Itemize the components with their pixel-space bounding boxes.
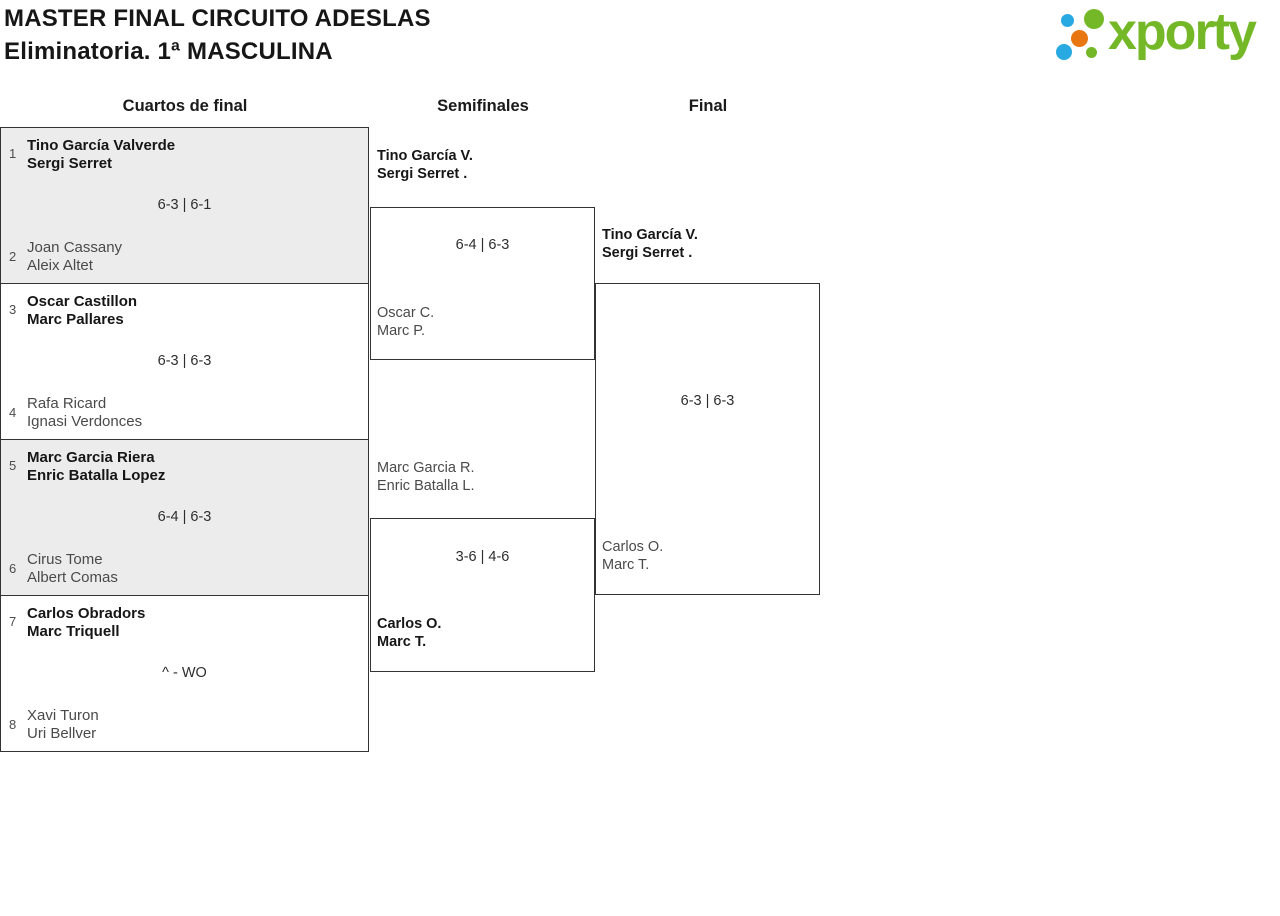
player-name: Sergi Serret . bbox=[602, 244, 693, 261]
logo-dot-icon bbox=[1084, 9, 1104, 29]
player-name: Marc Triquell bbox=[27, 622, 120, 640]
logo-wordmark: xporty bbox=[1108, 3, 1257, 61]
seed-number: 1 bbox=[9, 146, 17, 161]
page-title-line2: Eliminatoria. 1ª MASCULINA bbox=[4, 38, 333, 65]
page-title-line1: MASTER FINAL CIRCUITO ADESLAS bbox=[4, 5, 431, 32]
logo-dot-icon bbox=[1061, 14, 1074, 27]
player-name: Marc P. bbox=[377, 322, 426, 339]
seed-number: 2 bbox=[9, 249, 17, 264]
logo-dot-icon bbox=[1056, 44, 1072, 60]
team-pair: Tino García V. Sergi Serret . bbox=[602, 227, 698, 262]
player-name: Marc T. bbox=[602, 556, 650, 573]
player-name: Carlos Obradors bbox=[27, 605, 146, 622]
team-pair: Joan Cassany Aleix Altet bbox=[27, 239, 122, 274]
player-name: Tino García V. bbox=[602, 227, 698, 243]
logo-dot-icon bbox=[1086, 47, 1097, 58]
match-score: 6-4 | 6-3 bbox=[455, 237, 510, 253]
match-box bbox=[370, 518, 595, 672]
match-box bbox=[595, 283, 820, 595]
player-name: Carlos O. bbox=[602, 539, 664, 555]
player-name: Marc Garcia Riera bbox=[27, 449, 155, 466]
team-pair: Rafa Ricard Ignasi Verdonces bbox=[27, 395, 142, 430]
xporty-logo[interactable]: xporty bbox=[1050, 3, 1276, 69]
player-name: Marc Pallares bbox=[27, 310, 124, 328]
match-score: 3-6 | 4-6 bbox=[455, 549, 510, 565]
seed-number: 5 bbox=[9, 458, 17, 473]
seed-number: 8 bbox=[9, 717, 17, 732]
team-pair: Tino García V. Sergi Serret . bbox=[377, 148, 473, 183]
logo-dot-icon bbox=[1071, 30, 1088, 47]
seed-number: 4 bbox=[9, 405, 17, 420]
round-header-quarterfinals: Cuartos de final bbox=[122, 97, 248, 115]
match-score: 6-3 | 6-3 bbox=[157, 353, 212, 369]
player-name: Sergi Serret . bbox=[377, 165, 468, 182]
team-pair: Cirus Tome Albert Comas bbox=[27, 551, 118, 586]
match-semifinal-2: Marc Garcia R. Enric Batalla L. 3-6 | 4-… bbox=[370, 458, 595, 672]
seed-number: 7 bbox=[9, 614, 17, 629]
match-quarterfinal-1: 1 Tino García Valverde Sergi Serret 6-3 … bbox=[0, 127, 369, 284]
team-pair: Tino García Valverde Sergi Serret bbox=[27, 137, 175, 172]
team-pair: Xavi Turon Uri Bellver bbox=[27, 707, 99, 742]
player-name: Oscar Castillon bbox=[27, 293, 138, 310]
team-pair: Carlos O. Marc T. bbox=[377, 616, 441, 651]
team-pair: Carlos O. Marc T. bbox=[602, 539, 663, 574]
player-name: Carlos O. bbox=[377, 616, 442, 632]
player-name: Enric Batalla L. bbox=[377, 477, 475, 494]
player-name: Cirus Tome bbox=[27, 551, 103, 568]
team-pair: Marc Garcia R. Enric Batalla L. bbox=[377, 460, 475, 495]
page-title: MASTER FINAL CIRCUITO ADESLAS Eliminator… bbox=[4, 2, 431, 68]
player-name: Ignasi Verdonces bbox=[27, 412, 143, 430]
team-pair: Carlos Obradors Marc Triquell bbox=[27, 605, 145, 640]
player-name: Marc Garcia R. bbox=[377, 460, 475, 476]
team-pair: Oscar Castillon Marc Pallares bbox=[27, 293, 137, 328]
match-quarterfinal-2: 3 Oscar Castillon Marc Pallares 6-3 | 6-… bbox=[0, 283, 369, 440]
match-score: 6-4 | 6-3 bbox=[157, 509, 212, 525]
team-pair: Oscar C. Marc P. bbox=[377, 305, 434, 340]
player-name: Aleix Altet bbox=[27, 256, 93, 274]
player-name: Oscar C. bbox=[377, 305, 435, 321]
round-header-final: Final bbox=[688, 97, 728, 115]
round-header-semifinals: Semifinales bbox=[437, 97, 529, 115]
player-name: Albert Comas bbox=[27, 568, 118, 586]
match-score: ^ - WO bbox=[162, 665, 207, 681]
player-name: Rafa Ricard bbox=[27, 395, 107, 412]
seed-number: 6 bbox=[9, 561, 17, 576]
match-final: Tino García V. Sergi Serret . 6-3 | 6-3 … bbox=[595, 225, 820, 595]
match-quarterfinal-4: 7 Carlos Obradors Marc Triquell ^ - WO 8… bbox=[0, 595, 369, 752]
match-quarterfinal-3: 5 Marc Garcia Riera Enric Batalla Lopez … bbox=[0, 439, 369, 596]
player-name: Enric Batalla Lopez bbox=[27, 466, 166, 484]
team-pair: Marc Garcia Riera Enric Batalla Lopez bbox=[27, 449, 165, 484]
match-box bbox=[370, 207, 595, 360]
player-name: Marc T. bbox=[377, 633, 427, 650]
player-name: Joan Cassany bbox=[27, 239, 123, 256]
match-score: 6-3 | 6-1 bbox=[157, 197, 212, 213]
seed-number: 3 bbox=[9, 302, 17, 317]
match-score: 6-3 | 6-3 bbox=[680, 393, 735, 409]
match-semifinal-1: Tino García V. Sergi Serret . 6-4 | 6-3 … bbox=[370, 146, 595, 360]
player-name: Tino García V. bbox=[377, 148, 473, 164]
player-name: Tino García Valverde bbox=[27, 137, 176, 154]
player-name: Uri Bellver bbox=[27, 724, 97, 742]
player-name: Sergi Serret bbox=[27, 154, 113, 172]
player-name: Xavi Turon bbox=[27, 707, 99, 724]
